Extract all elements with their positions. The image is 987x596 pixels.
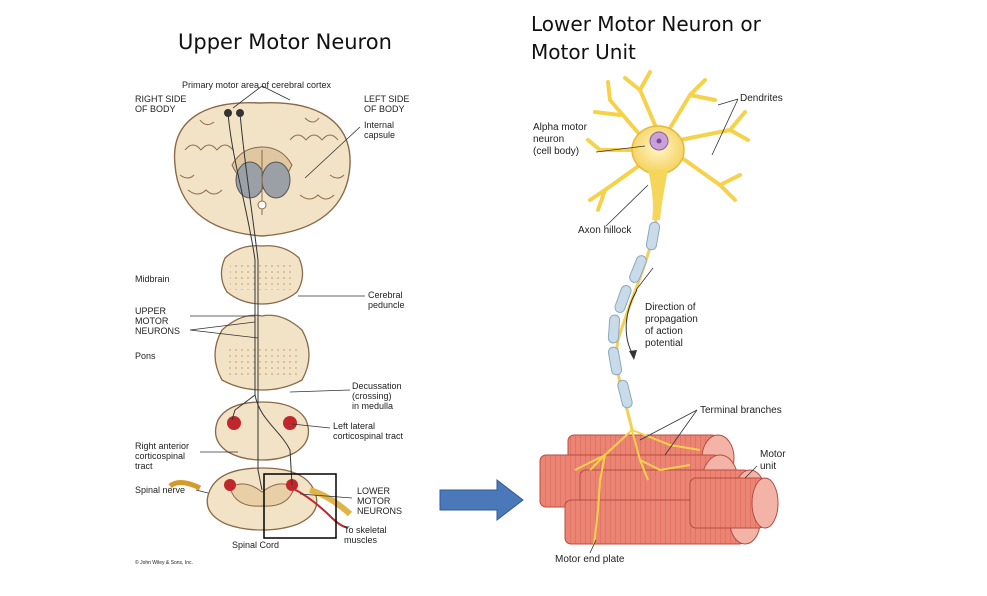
label-midbrain: Midbrain	[135, 274, 170, 284]
label-motor-end-plate: Motor end plate	[555, 554, 625, 565]
terminal-branches	[574, 429, 701, 546]
label-to-skeletal-muscles: To skeletal muscles	[344, 525, 387, 545]
label-lower-motor-neurons: LOWER MOTOR NEURONS	[357, 486, 403, 516]
label-internal-capsule: Internal capsule	[364, 120, 396, 140]
lower-title-line-1: Lower Motor Neuron or	[531, 12, 761, 36]
label-axon-hillock: Axon hillock	[578, 225, 632, 236]
corticospinal-tracts	[224, 109, 293, 491]
label-dendrites: Dendrites	[740, 93, 783, 104]
label-spinal-cord: Spinal Cord	[232, 540, 280, 550]
propagation-direction-arrow	[625, 289, 638, 356]
label-alpha-motor-neuron: Alpha motor neuron (cell body)	[533, 122, 587, 157]
midbrain-section	[220, 245, 304, 305]
axon-hillock	[648, 170, 668, 220]
label-upper-motor-neurons: UPPER MOTOR NEURONS	[135, 306, 181, 336]
label-right-side-of-body: RIGHT SIDE OF BODY	[135, 94, 187, 114]
label-terminal-branches: Terminal branches	[700, 405, 782, 416]
right-leader-lines	[589, 98, 758, 554]
pons-section	[214, 314, 310, 391]
medulla-section	[214, 401, 310, 461]
label-cerebral-peduncle: Cerebral peduncle	[368, 290, 405, 310]
label-left-lateral-tract: Left lateral corticospinal tract	[333, 421, 404, 441]
neuron-dendrites	[586, 70, 750, 212]
label-right-anterior-tract: Right anterior corticospinal tract	[135, 441, 190, 471]
label-direction-of-propagation: Direction of propagation of action poten…	[645, 302, 698, 349]
label-copyright: © John Wiley & Sons, Inc.	[135, 560, 193, 566]
lower-motor-neuron-title: Lower Motor Neuron or Motor Unit	[531, 10, 761, 66]
lower-motor-neurons-highlight-box	[263, 473, 337, 539]
label-left-side-of-body: LEFT SIDE OF BODY	[364, 94, 410, 114]
upper-motor-neuron-title: Upper Motor Neuron	[178, 30, 392, 54]
blue-arrow	[439, 478, 524, 522]
axon	[607, 219, 661, 431]
label-decussation: Decussation (crossing) in medulla	[352, 381, 402, 411]
left-leader-lines	[189, 85, 365, 499]
muscle-fibers	[539, 434, 779, 545]
label-pons: Pons	[135, 351, 156, 361]
lower-title-line-2: Motor Unit	[531, 40, 636, 64]
spinal-cord-section	[168, 467, 353, 531]
label-primary-motor-area: Primary motor area of cerebral cortex	[182, 80, 332, 90]
nucleolus	[656, 138, 662, 144]
label-spinal-nerve: Spinal nerve	[135, 485, 186, 495]
cerebrum-section	[173, 102, 351, 237]
label-motor-unit: Motor unit	[760, 449, 786, 472]
